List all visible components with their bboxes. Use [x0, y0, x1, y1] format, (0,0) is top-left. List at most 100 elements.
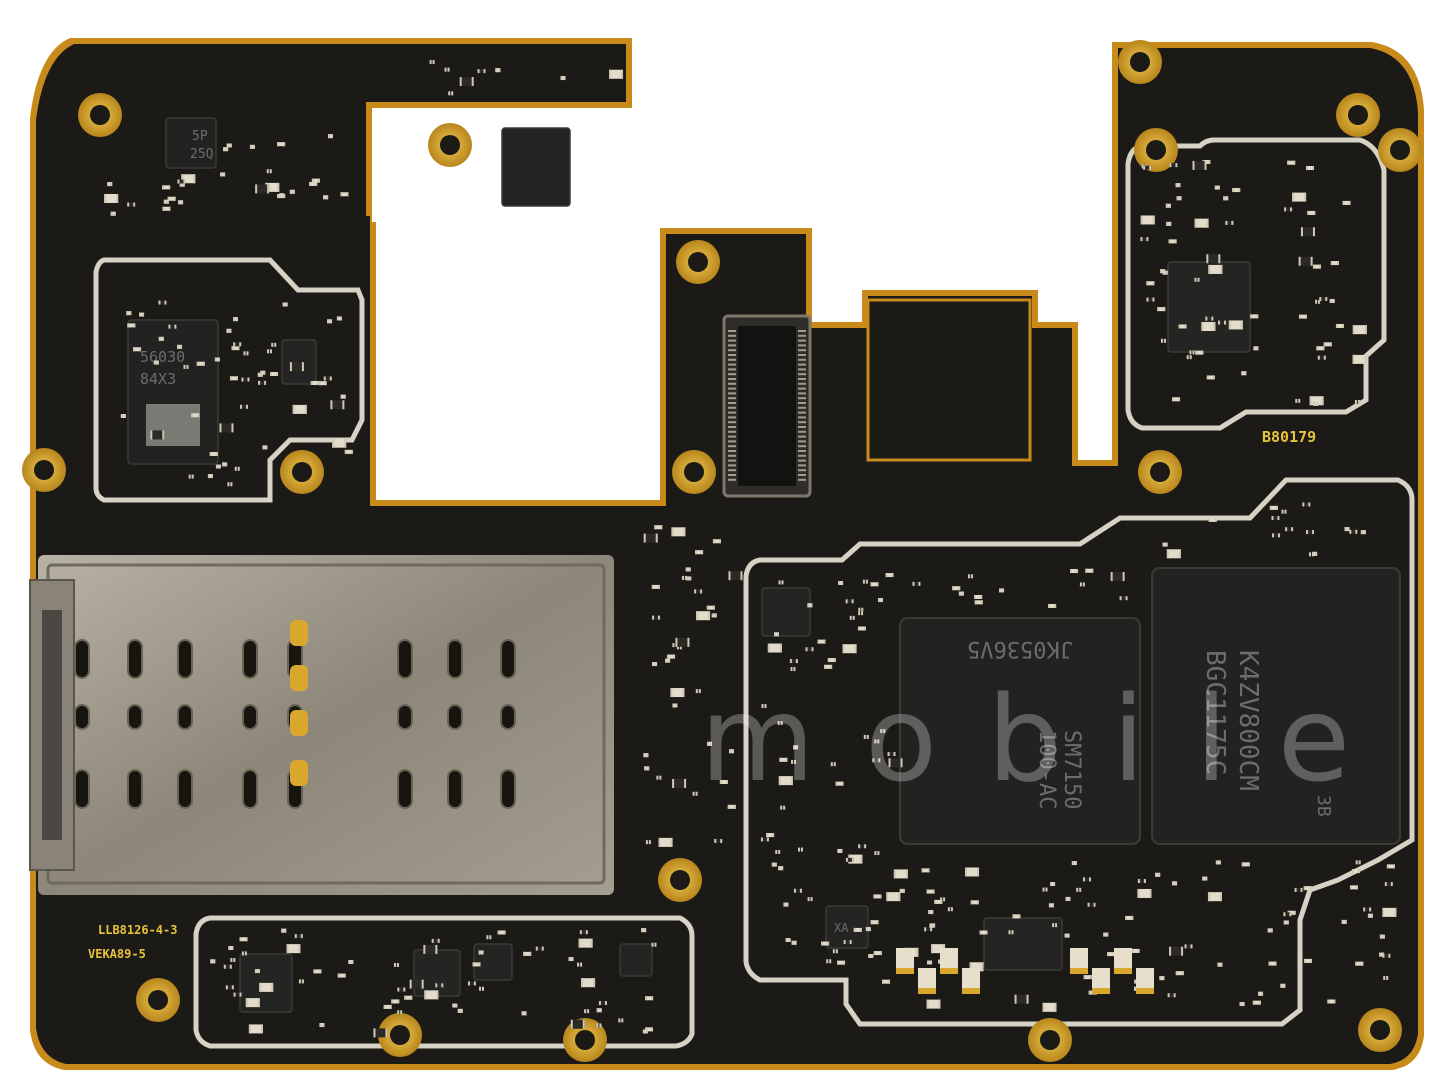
smd-component [210, 959, 216, 964]
smd-component [1312, 264, 1321, 269]
mounting-hole [78, 93, 122, 137]
smd-component [1300, 227, 1315, 237]
connector-pin [798, 454, 806, 457]
connector-pin [798, 440, 806, 443]
smd-component [1085, 568, 1094, 573]
smd-component [873, 894, 882, 899]
smd-component [323, 195, 329, 200]
smd-component [778, 866, 784, 871]
smd-component [849, 615, 855, 620]
smd-component [1241, 371, 1247, 376]
mounting-hole [280, 450, 324, 494]
smd-component [793, 888, 802, 893]
smd-component [167, 196, 176, 201]
connector-pin [798, 426, 806, 428]
pmic-chip: 56030 84X3 [127, 319, 219, 465]
smd-component [609, 69, 624, 79]
smd-component [598, 1001, 607, 1006]
smd-component [1303, 886, 1312, 891]
connector-pins [728, 330, 806, 481]
smd-component [857, 626, 866, 631]
sim-slot [447, 704, 463, 730]
capacitor [1114, 948, 1132, 974]
connector-pin [798, 445, 806, 448]
smd-component [835, 781, 844, 786]
smd-component [1146, 281, 1155, 286]
smd-component [220, 172, 226, 177]
connector-pin [798, 368, 806, 371]
smd-component [1232, 188, 1241, 193]
smd-component [645, 996, 654, 1001]
smd-component [774, 632, 780, 637]
smd-component [940, 897, 946, 902]
smd-component [579, 930, 588, 935]
connector-pin [728, 435, 736, 438]
connector-pin [798, 382, 806, 385]
smd-component [179, 182, 185, 187]
smd-component [827, 658, 836, 663]
connector-pin [798, 459, 806, 462]
smd-component [1272, 533, 1281, 538]
smd-component [1341, 919, 1347, 924]
smd-component [1071, 861, 1077, 866]
smd-component [383, 1004, 392, 1009]
smd-component [486, 935, 492, 940]
smd-component [1267, 928, 1273, 933]
mounting-hole [1336, 93, 1380, 137]
smd-component [1166, 549, 1181, 559]
smd-component [777, 721, 783, 726]
smd-component [570, 1019, 585, 1029]
smd-component [271, 342, 277, 347]
smd-component [793, 745, 799, 750]
smd-component [327, 134, 333, 139]
smd-component [912, 581, 921, 586]
smd-component [967, 574, 973, 579]
connector-pin [728, 469, 736, 472]
smd-component [1048, 603, 1057, 608]
smd-component [1162, 542, 1168, 547]
smd-component [843, 940, 852, 945]
smd-component [233, 317, 239, 322]
smd-component [761, 704, 767, 709]
smd-component [248, 1024, 263, 1034]
capacitor [1092, 968, 1110, 994]
mounting-hole [1358, 1008, 1402, 1052]
smd-component [479, 986, 485, 991]
smd-component [979, 930, 988, 935]
smd-component [886, 892, 901, 902]
sim-gold-contact [290, 710, 308, 736]
smd-component [1312, 551, 1318, 556]
smd-component [1159, 976, 1165, 981]
smd-component [778, 776, 793, 786]
smd-component [258, 380, 267, 385]
smd-component [927, 960, 933, 965]
smd-component [495, 68, 501, 73]
smd-component [1269, 505, 1278, 510]
smd-component [1160, 269, 1166, 274]
pcb-body [36, 44, 1418, 1064]
smd-component [1241, 862, 1250, 867]
smd-component [1184, 944, 1193, 949]
sim-tray [29, 555, 614, 895]
smd-component [266, 169, 272, 174]
connector-pin [728, 334, 736, 337]
smd-component [260, 370, 266, 375]
sim-slot [177, 639, 193, 679]
smd-component [1298, 314, 1307, 319]
smd-component [1285, 527, 1294, 532]
connector-pin [728, 330, 736, 332]
smd-component [838, 580, 844, 585]
smd-component [327, 319, 333, 324]
smd-component [457, 1008, 463, 1013]
smd-component [1166, 221, 1172, 226]
smd-component [999, 588, 1005, 593]
connector-pin [728, 474, 736, 476]
smd-component [478, 950, 484, 955]
revision-label: LLB8126-4-3 [98, 923, 177, 937]
smd-component [807, 897, 813, 902]
smd-component [1205, 316, 1214, 321]
connector-pin [728, 440, 736, 443]
smd-component [1146, 297, 1155, 302]
smd-component [1110, 572, 1125, 582]
